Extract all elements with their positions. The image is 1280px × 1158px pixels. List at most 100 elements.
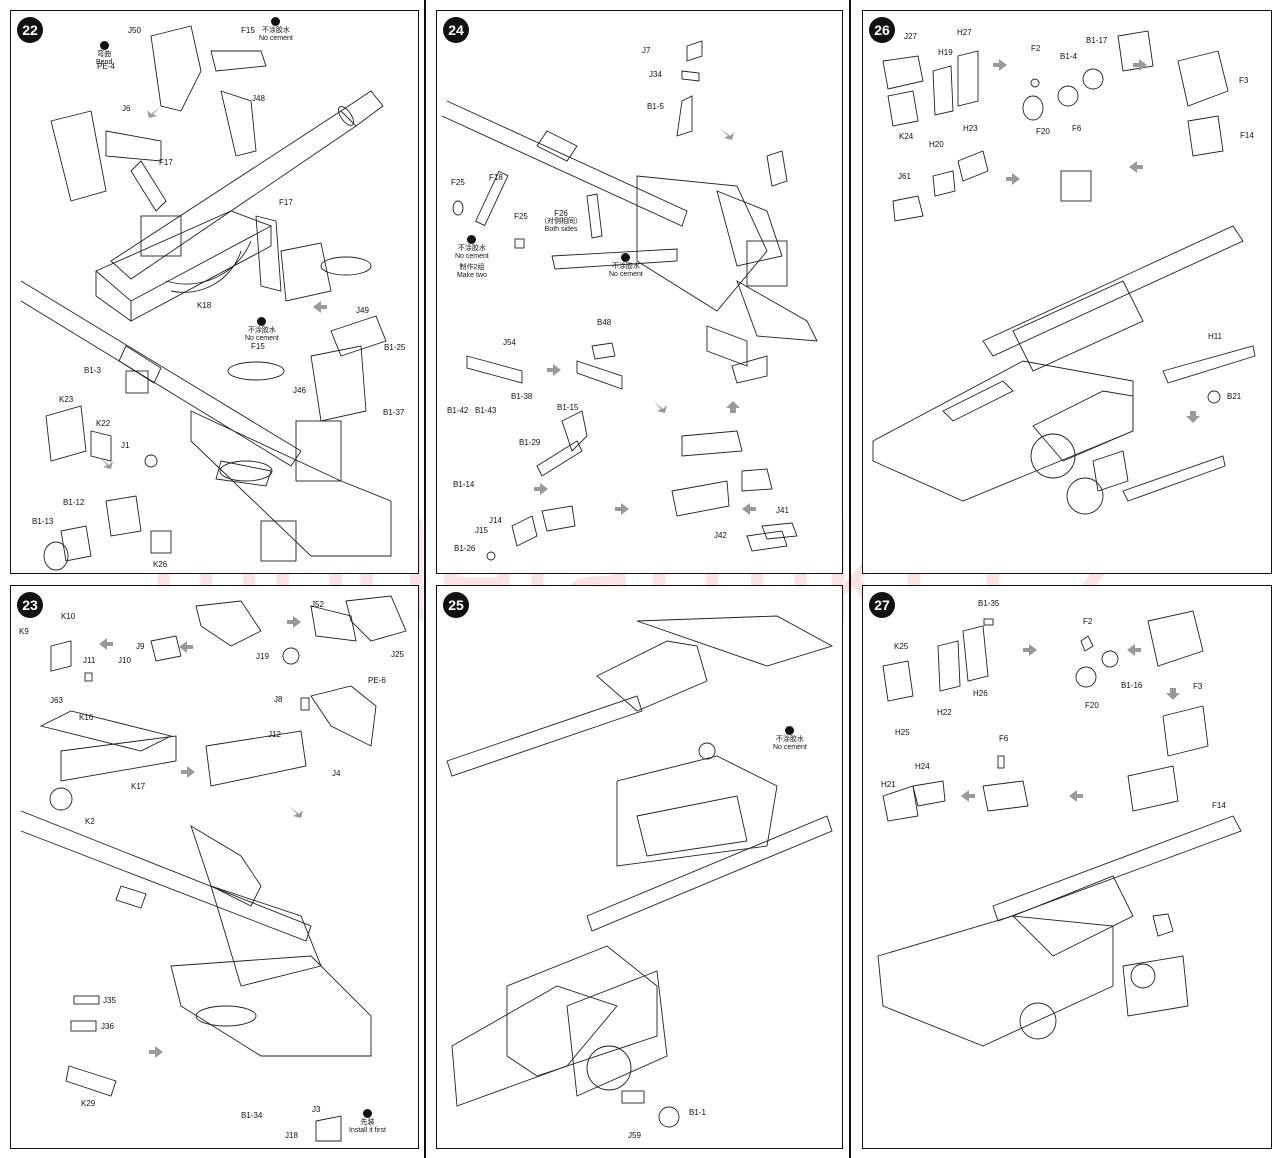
part-label: H26 bbox=[973, 689, 988, 698]
part-label: K17 bbox=[131, 782, 146, 791]
part-label: J49 bbox=[356, 306, 369, 315]
part-label: K10 bbox=[61, 612, 76, 621]
part-label: J10 bbox=[118, 656, 131, 665]
assembly-arrow bbox=[547, 364, 561, 376]
part-label: B1-1 bbox=[689, 1108, 706, 1117]
part-label: J54 bbox=[503, 338, 516, 347]
part-label: PE-4 bbox=[97, 62, 115, 71]
assembly-arrow bbox=[149, 1046, 163, 1058]
part-label: H11 bbox=[1208, 332, 1223, 341]
part-label: F25 bbox=[451, 178, 465, 187]
part-label: J42 bbox=[714, 531, 727, 540]
part-label: K25 bbox=[894, 642, 909, 651]
part-label: F6 bbox=[999, 734, 1009, 743]
part-label: B21 bbox=[1227, 392, 1242, 401]
no-cement-icon bbox=[271, 17, 281, 26]
step-27-drawing bbox=[877, 610, 1242, 1047]
part-label: B1-25 bbox=[384, 343, 406, 352]
part-label: J1 bbox=[121, 441, 130, 450]
part-label: B1-16 bbox=[1121, 681, 1143, 690]
step-24-panel: 24 bbox=[436, 10, 843, 574]
part-label: F15 bbox=[251, 342, 265, 351]
step-27-panel: 27 B1-35 F2 K25 H22 bbox=[862, 585, 1272, 1149]
part-label: J11 bbox=[83, 656, 96, 665]
part-label: B1-38 bbox=[511, 392, 533, 401]
no-cement-icon bbox=[467, 235, 477, 244]
part-label: F20 bbox=[1085, 701, 1099, 710]
assembly-arrow bbox=[993, 59, 1007, 71]
no-cement-icon bbox=[257, 317, 267, 326]
assembly-arrow bbox=[289, 806, 303, 818]
part-label: F17 bbox=[279, 198, 293, 207]
part-label: B1-35 bbox=[978, 599, 1000, 608]
part-label: PE-6 bbox=[368, 676, 386, 685]
assembly-arrow bbox=[313, 301, 327, 313]
assembly-arrow bbox=[181, 766, 195, 778]
part-label: J36 bbox=[101, 1022, 114, 1031]
part-label: J3 bbox=[312, 1105, 321, 1114]
part-label: J14 bbox=[489, 516, 502, 525]
part-label: J63 bbox=[50, 696, 63, 705]
assembly-arrow bbox=[99, 457, 113, 469]
part-label: J59 bbox=[628, 1131, 641, 1140]
part-label: H27 bbox=[957, 28, 972, 37]
part-label: J7 bbox=[642, 46, 651, 55]
part-label: H22 bbox=[937, 708, 952, 717]
part-label: J27 bbox=[904, 32, 917, 41]
column-divider-right bbox=[849, 0, 851, 1158]
assembly-arrow bbox=[99, 638, 113, 650]
assembly-arrow bbox=[726, 401, 740, 413]
step-26-panel: 26 bbox=[862, 10, 1272, 574]
step-number-24: 24 bbox=[443, 17, 469, 43]
part-label: J46 bbox=[293, 386, 306, 395]
part-label: B1-13 bbox=[32, 517, 54, 526]
assembly-arrow bbox=[1166, 688, 1180, 700]
part-label: J9 bbox=[136, 642, 145, 651]
step-24-drawing bbox=[441, 40, 818, 561]
assembly-arrow bbox=[1023, 644, 1037, 656]
part-label: J25 bbox=[391, 650, 404, 659]
part-label: J6 bbox=[122, 104, 131, 113]
step-number-27: 27 bbox=[869, 592, 895, 618]
part-label: H23 bbox=[963, 124, 978, 133]
step-22-panel: 22 bbox=[10, 10, 419, 574]
part-label: F3 bbox=[1193, 682, 1203, 691]
assembly-arrow bbox=[1129, 161, 1143, 173]
assembly-arrow bbox=[1069, 790, 1083, 802]
part-label: J4 bbox=[332, 769, 341, 778]
part-label: K18 bbox=[197, 301, 212, 310]
assembly-arrow bbox=[287, 616, 301, 628]
part-label: B1-12 bbox=[63, 498, 85, 507]
part-label: H19 bbox=[938, 48, 953, 57]
part-label: K2 bbox=[85, 817, 95, 826]
part-label: J35 bbox=[103, 996, 116, 1005]
part-label: F2 bbox=[1031, 44, 1041, 53]
part-label: B1-5 bbox=[647, 102, 664, 111]
assembly-arrow bbox=[615, 503, 629, 515]
part-label: K9 bbox=[19, 627, 29, 636]
part-label: H24 bbox=[915, 762, 930, 771]
part-label: B1-34 bbox=[241, 1111, 263, 1120]
assembly-arrow bbox=[961, 790, 975, 802]
part-label: J19 bbox=[256, 652, 269, 661]
part-label: F15 bbox=[241, 26, 255, 35]
part-label: J50 bbox=[128, 26, 141, 35]
part-label: J8 bbox=[274, 695, 283, 704]
part-label: B48 bbox=[597, 318, 612, 327]
assembly-arrow bbox=[1006, 173, 1020, 185]
column-divider-left bbox=[424, 0, 426, 1158]
part-label: B1-15 bbox=[557, 403, 579, 412]
part-label: J34 bbox=[649, 70, 662, 79]
step-23-panel: 23 K10 K9 bbox=[10, 585, 419, 1149]
part-label: B1-37 bbox=[383, 408, 405, 417]
both-sides-note: F26 （对侧相同）Both sides bbox=[540, 209, 582, 234]
part-label: K29 bbox=[81, 1099, 96, 1108]
assembly-arrow bbox=[179, 641, 193, 653]
part-label: F14 bbox=[1240, 131, 1254, 140]
assembly-arrow bbox=[1133, 59, 1147, 71]
